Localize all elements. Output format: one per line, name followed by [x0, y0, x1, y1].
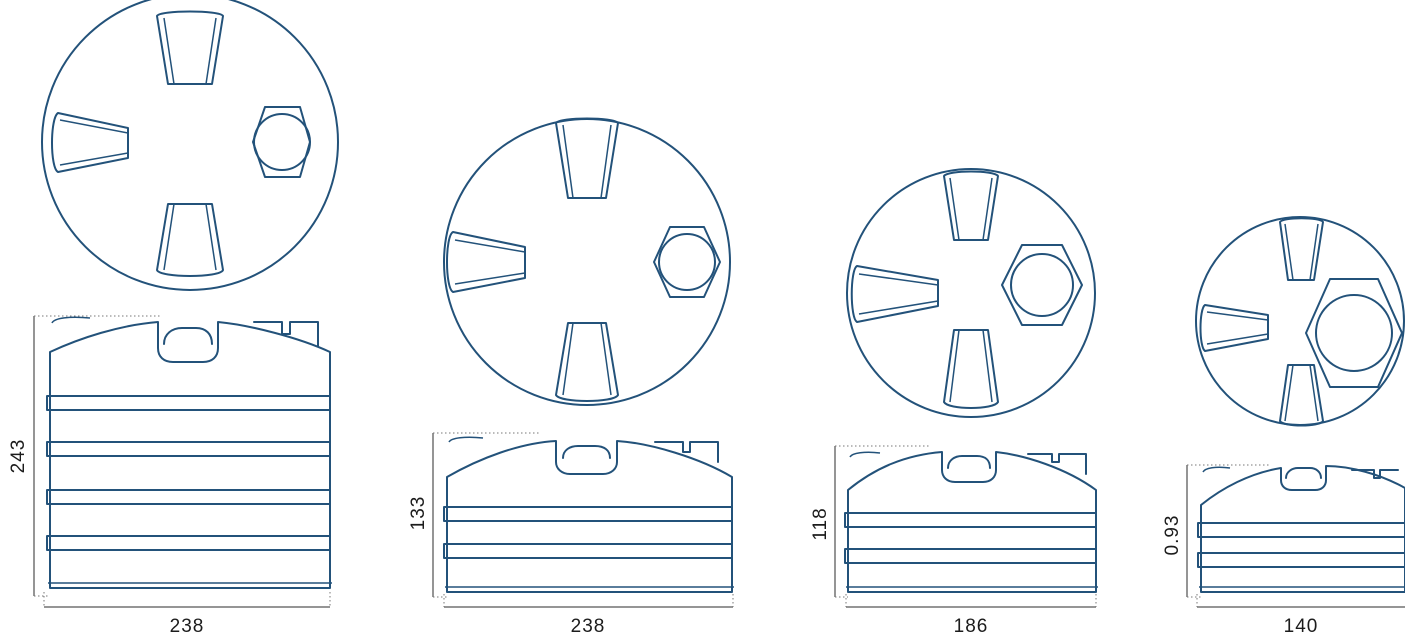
tank-3-inlet-hex — [1001, 244, 1083, 326]
tank-2-band-1 — [443, 506, 733, 522]
tank-3-height-label: 118 — [810, 507, 831, 540]
tank-3-height-dimension: 118 — [810, 445, 930, 598]
tank-4-front-view — [1197, 465, 1405, 593]
tank-1-handle-left — [51, 112, 129, 173]
tank-4-height-dimension: 0.93 — [1162, 464, 1270, 598]
tank-1-handle-bottom — [156, 203, 224, 277]
tank-1-top-view — [41, 0, 339, 291]
tank-4-width-dimension: 140 — [1196, 594, 1405, 637]
tank-3-handle-top — [943, 170, 999, 241]
tank-4-inlet-hex — [1305, 278, 1403, 388]
tank-2-height-dimension: 133 — [408, 432, 540, 598]
tank-2-height-label: 133 — [408, 496, 429, 531]
tank-2-front-view — [443, 436, 734, 593]
tank-1-band-2 — [46, 441, 331, 457]
tank-1-front-view — [46, 316, 332, 589]
tank-1-width-dimension: 238 — [43, 592, 331, 637]
tank-1-handle-top — [156, 10, 224, 85]
tank-2-top-view — [443, 117, 731, 406]
tank-1-band-1 — [46, 395, 331, 411]
tank-1-height-label: 243 — [8, 439, 29, 474]
tank-3-width-dimension: 186 — [845, 594, 1097, 637]
tank-4-handle-left — [1199, 304, 1269, 352]
tank-2-handle-left — [446, 231, 526, 293]
tank-2-width-label: 238 — [571, 616, 606, 637]
tank-3-band-1 — [844, 512, 1097, 528]
tank-1: 243 238 — [8, 0, 339, 637]
tank-2-band-2 — [443, 543, 733, 559]
tank-3: 118 186 — [810, 168, 1098, 637]
tank-2-handle-bottom — [555, 322, 619, 402]
tank-1-band-4 — [46, 535, 331, 551]
tank-1-band-3 — [46, 489, 331, 505]
tank-2-inlet-hex — [653, 226, 721, 298]
tank-4-handle-bottom — [1279, 364, 1324, 427]
tank-4-band-2 — [1197, 552, 1405, 568]
tank-2: 133 238 — [408, 117, 734, 637]
tank-4: 0.93 140 — [1162, 216, 1405, 637]
tank-2-handle-top — [555, 117, 619, 199]
tank-4-top-view — [1195, 216, 1405, 427]
tank-3-handle-bottom — [943, 329, 999, 409]
tank-1-width-label: 238 — [170, 616, 205, 637]
tank-4-handle-top — [1279, 217, 1324, 281]
tank-3-width-label: 186 — [954, 616, 989, 637]
tank-3-top-view — [846, 168, 1096, 418]
tank-1-height-dimension: 243 — [8, 315, 160, 597]
tank-4-width-label: 140 — [1284, 616, 1319, 637]
tank-4-height-label: 0.93 — [1162, 515, 1183, 556]
tank-1-inlet-hex — [252, 106, 311, 178]
tank-2-width-dimension: 238 — [443, 594, 734, 637]
tank-3-handle-left — [850, 265, 939, 323]
tank-3-front-view — [844, 451, 1098, 593]
tank-3-band-2 — [844, 548, 1097, 564]
tank-4-band-1 — [1197, 522, 1405, 538]
